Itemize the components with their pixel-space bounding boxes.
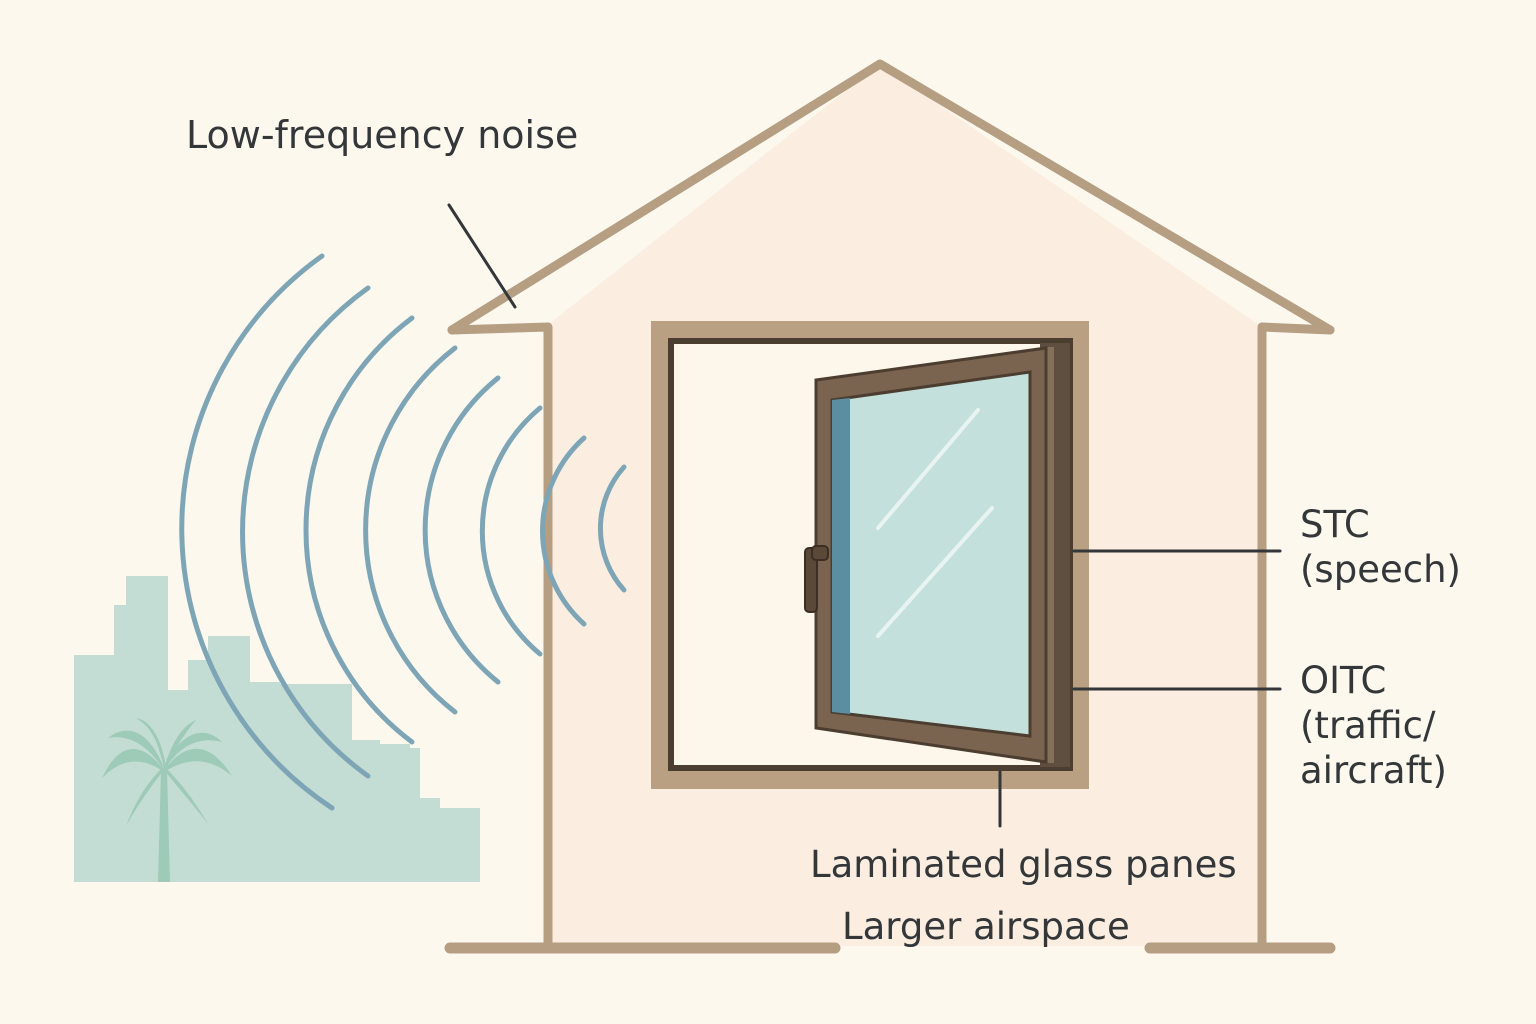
palm-tree-icon bbox=[102, 718, 232, 882]
noise-leader-line bbox=[447, 203, 517, 309]
city-skyline-icon bbox=[74, 576, 480, 882]
stc-label: STC (speech) bbox=[1300, 502, 1461, 592]
sound-waves-icon bbox=[179, 253, 627, 811]
laminated-glass-label: Laminated glass panes bbox=[810, 843, 1237, 886]
oitc-label-line-3: aircraft) bbox=[1300, 749, 1447, 793]
stc-label-line-1: STC bbox=[1300, 503, 1370, 546]
leader-lines bbox=[447, 203, 1282, 828]
window-handle-icon bbox=[804, 545, 829, 613]
oitc-label-line-1: OITC bbox=[1300, 659, 1387, 702]
oitc-label-line-2: (traffic/ bbox=[1300, 704, 1436, 748]
oitc-label: OITC (traffic/ aircraft) bbox=[1300, 658, 1447, 793]
airspace-label: Larger airspace bbox=[842, 905, 1130, 948]
noise-label: Low-frequency noise bbox=[186, 113, 579, 157]
casement-window-icon bbox=[651, 321, 1089, 789]
stc-label-line-2: (speech) bbox=[1300, 548, 1461, 592]
